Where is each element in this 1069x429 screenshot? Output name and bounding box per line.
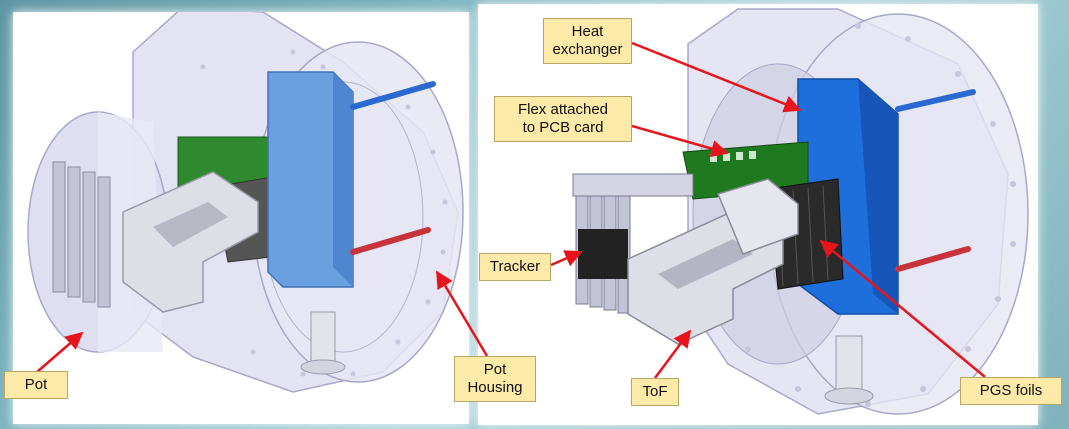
support-pillar xyxy=(310,311,336,363)
tof-u-inner xyxy=(658,239,753,289)
heat-exchanger-label-line1: Heat xyxy=(571,23,604,40)
tof-u-arm xyxy=(716,178,799,255)
pot-housing-label-line2: Housing xyxy=(467,379,523,396)
cooling-pipe-blue xyxy=(350,81,436,110)
tracker-label-text: Tracker xyxy=(489,258,541,275)
flex-attached-label-line1: Flex attached xyxy=(517,101,609,118)
left-assembly-view xyxy=(13,12,469,424)
tracker-plates xyxy=(52,161,111,308)
housing-bolt-holes xyxy=(745,23,1016,407)
cooling-pipe-red xyxy=(350,227,431,255)
pot-label-text: Pot xyxy=(24,376,48,393)
right-assembly-view xyxy=(478,4,1038,425)
support-pillar-base xyxy=(824,387,874,405)
heat-exchanger-label-line2: exchanger xyxy=(552,41,623,58)
pot-housing-bolt-holes xyxy=(200,49,448,377)
pgs-foils-label: PGS foils xyxy=(960,377,1062,405)
heat-exchanger-side xyxy=(333,72,353,287)
pot-housing-label-line1: Pot xyxy=(483,361,507,378)
tof-u-inner xyxy=(153,202,228,247)
cooling-pipe-blue xyxy=(895,89,976,112)
tracker-dark-core xyxy=(578,229,628,279)
pot-housing-label: Pot Housing xyxy=(454,356,536,402)
support-pillar xyxy=(835,335,863,392)
pot-label: Pot xyxy=(4,371,68,399)
heat-exchanger-label: Heat exchanger xyxy=(543,18,632,64)
tracker-top xyxy=(572,173,694,197)
flex-attached-label: Flex attached to PCB card xyxy=(494,96,632,142)
tof-label-text: ToF xyxy=(642,383,668,400)
flex-attached-label-line2: to PCB card xyxy=(522,119,604,136)
tof-u-shape xyxy=(122,171,259,313)
support-pillar-base xyxy=(300,359,346,375)
right-assembly-drawing xyxy=(572,8,1029,415)
tof-label: ToF xyxy=(631,378,679,406)
pgs-foils-label-text: PGS foils xyxy=(979,382,1043,399)
left-assembly-drawing xyxy=(27,12,464,393)
tracker-label: Tracker xyxy=(479,253,551,281)
